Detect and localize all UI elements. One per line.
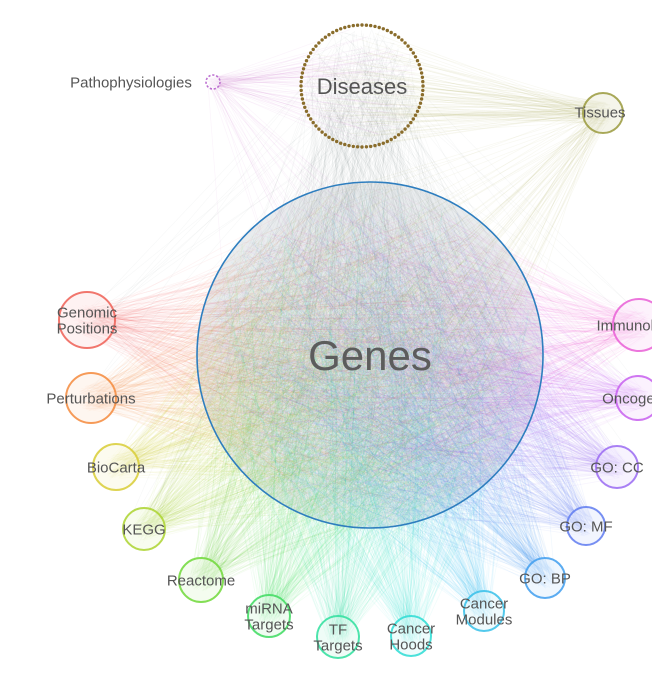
label-diseases: Diseases xyxy=(317,74,407,99)
label-pathophysiologies: Pathophysiologies xyxy=(70,74,192,91)
label-oncogenic: Oncogenic xyxy=(602,390,652,407)
label-perturbations: Perturbations xyxy=(46,390,135,407)
label-tissues: Tissues xyxy=(574,104,625,121)
network-svg: Genes Diseases PathophysiologiesTissuesGen… xyxy=(40,16,652,668)
label-go-cc: GO: CC xyxy=(590,459,644,476)
label-kegg: KEGG xyxy=(122,521,165,538)
label-reactome: Reactome xyxy=(167,572,235,589)
label-genes: Genes xyxy=(308,332,432,379)
label-biocarta: BioCarta xyxy=(87,459,146,476)
label-go-mf: GO: MF xyxy=(559,518,612,535)
label-immunologic: Immunologic xyxy=(596,317,652,334)
label-go-bp: GO: BP xyxy=(519,570,571,587)
node-pathophysiologies[interactable] xyxy=(206,75,220,89)
